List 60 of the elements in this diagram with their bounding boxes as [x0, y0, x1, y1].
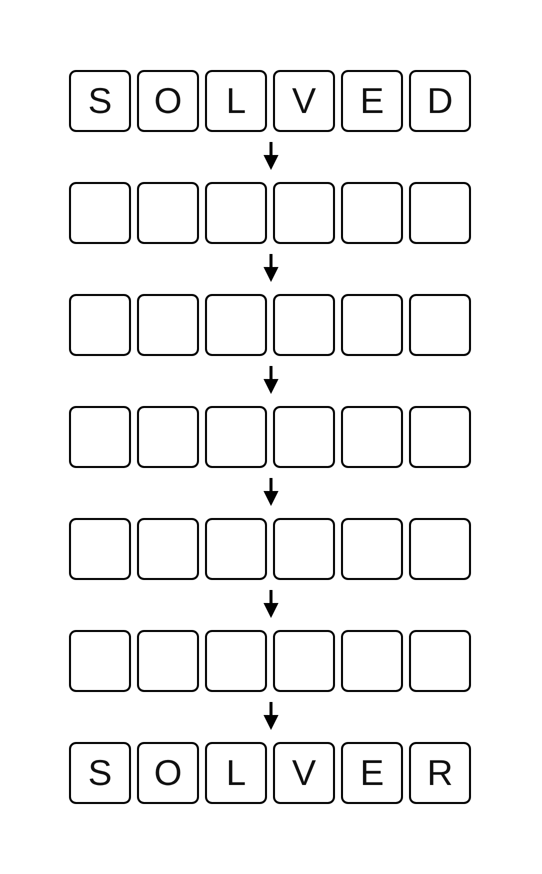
empty-tile [205, 406, 267, 468]
letter-tile [341, 70, 403, 132]
letter: O [154, 83, 182, 119]
arrow [264, 142, 278, 170]
empty-tile [205, 630, 267, 692]
empty-tile [137, 294, 199, 356]
empty-tile [69, 182, 131, 244]
letter: S [88, 83, 112, 119]
letter: L [226, 755, 246, 791]
empty-tile [273, 630, 335, 692]
letter: V [292, 83, 316, 119]
empty-tile [205, 518, 267, 580]
letter-tile [341, 742, 403, 804]
empty-tile [409, 294, 471, 356]
empty-tile [69, 518, 131, 580]
empty-tile [137, 518, 199, 580]
letter-tile [273, 742, 335, 804]
empty-tile [409, 406, 471, 468]
empty-tile [137, 406, 199, 468]
letter: R [427, 755, 453, 791]
letter: E [360, 755, 384, 791]
empty-tile [341, 182, 403, 244]
arrow [264, 366, 278, 394]
letter-tile [69, 70, 131, 132]
arrow [264, 478, 278, 506]
letter-tile [409, 742, 471, 804]
letter: O [154, 755, 182, 791]
empty-tile [341, 406, 403, 468]
letter-tile [205, 70, 267, 132]
letter: L [226, 83, 246, 119]
letter-tile [137, 742, 199, 804]
letter-tile [409, 70, 471, 132]
empty-tile [137, 182, 199, 244]
empty-tile [409, 182, 471, 244]
letter-tile [69, 742, 131, 804]
empty-tile [341, 294, 403, 356]
letter-tile [137, 70, 199, 132]
empty-tile [409, 518, 471, 580]
letter: D [427, 83, 453, 119]
empty-tile [341, 630, 403, 692]
arrow [264, 254, 278, 282]
letter-tile [205, 742, 267, 804]
empty-tile [273, 294, 335, 356]
empty-tile [205, 182, 267, 244]
letter-tile [273, 70, 335, 132]
empty-tile [273, 518, 335, 580]
empty-tile [69, 294, 131, 356]
empty-tile [341, 518, 403, 580]
empty-tile [205, 294, 267, 356]
letter: V [292, 755, 316, 791]
empty-tile [69, 630, 131, 692]
arrow [264, 590, 278, 618]
arrow [264, 702, 278, 730]
empty-tile [409, 630, 471, 692]
empty-tile [69, 406, 131, 468]
letter: E [360, 83, 384, 119]
letter: S [88, 755, 112, 791]
empty-tile [137, 630, 199, 692]
empty-tile [273, 406, 335, 468]
empty-tile [273, 182, 335, 244]
